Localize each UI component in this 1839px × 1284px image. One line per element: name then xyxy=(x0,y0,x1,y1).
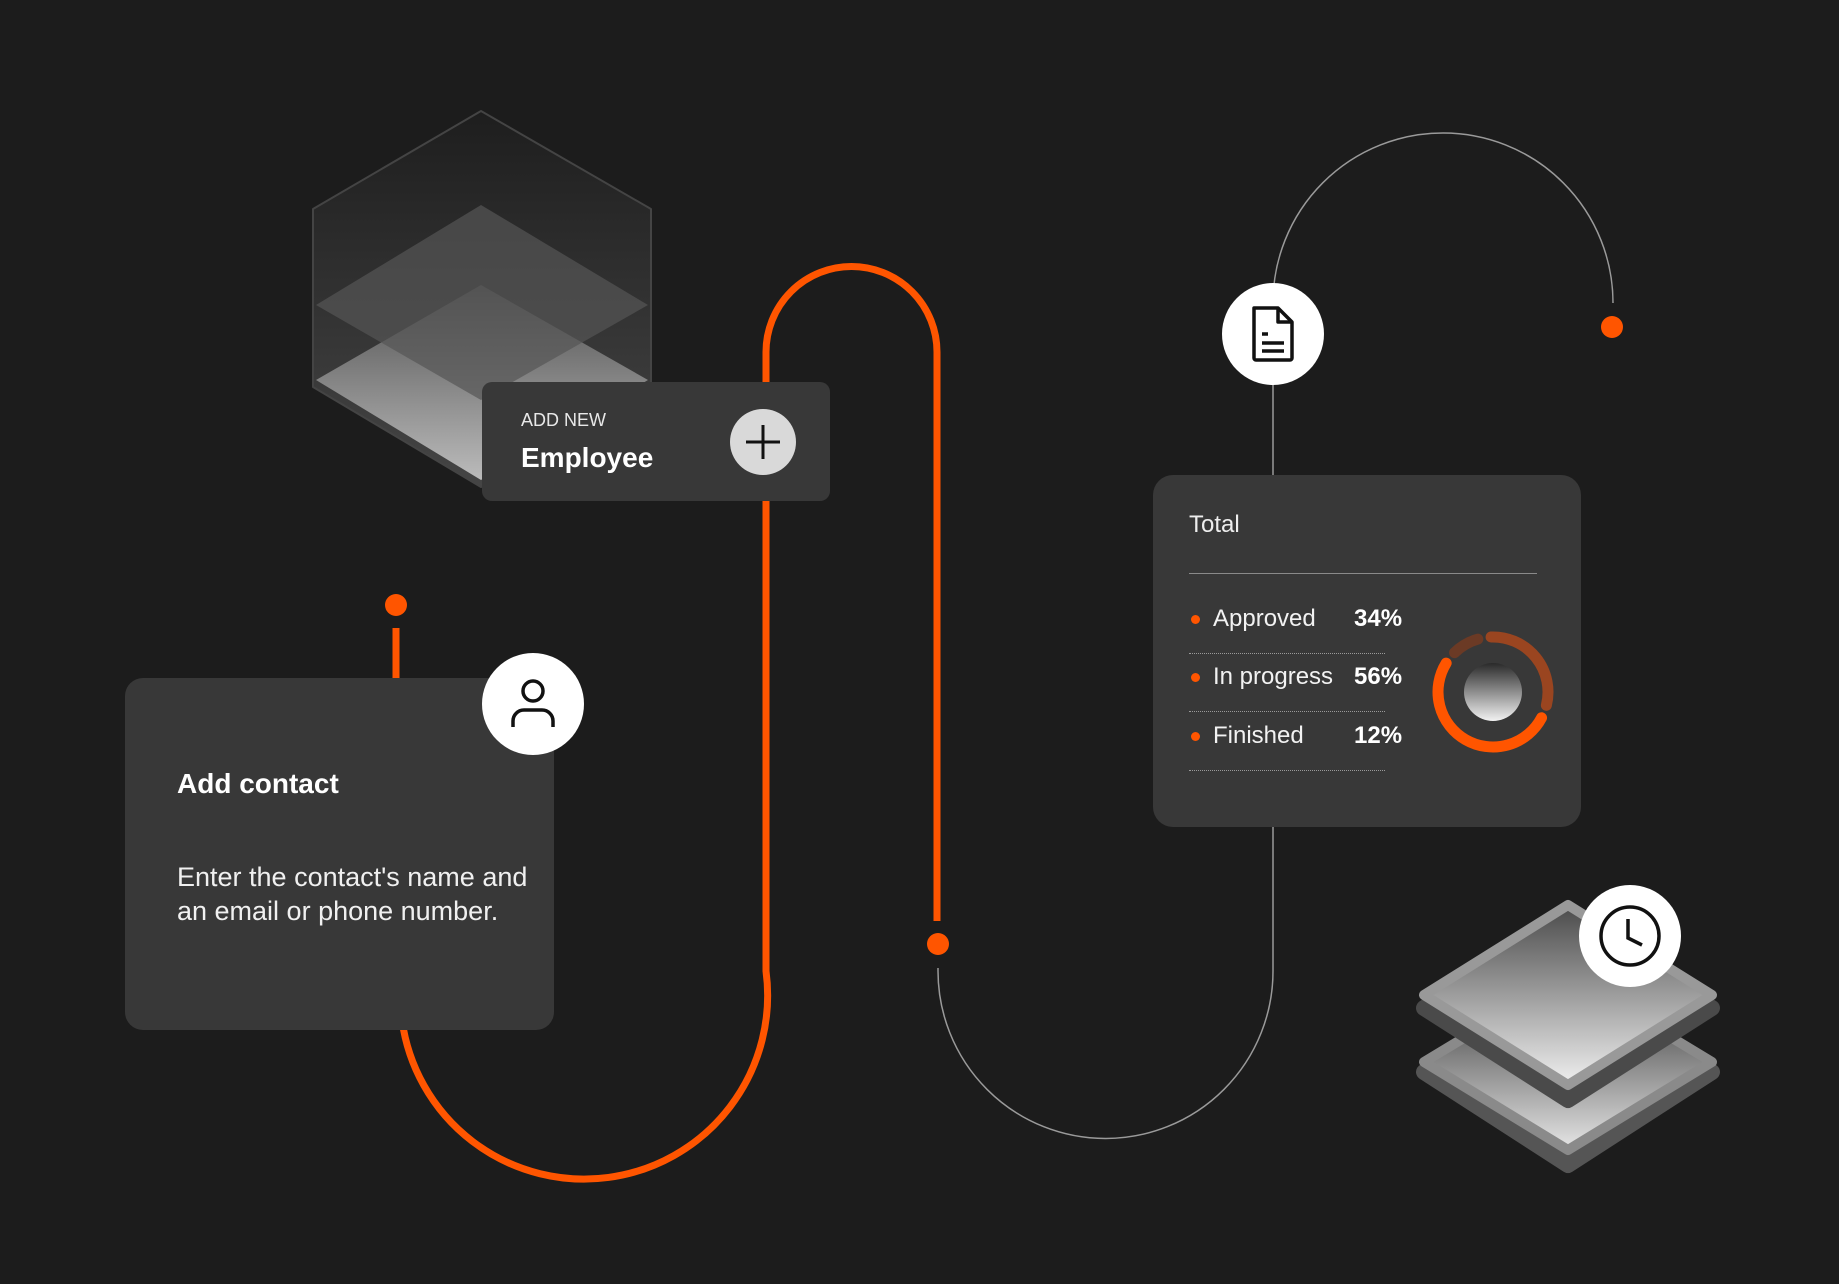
donut-segment-finished xyxy=(1449,633,1484,659)
orange-dot-start xyxy=(385,594,407,616)
stat-label: In progress xyxy=(1213,663,1334,690)
orange-dot-end xyxy=(1601,316,1623,338)
employee-title: Employee xyxy=(521,442,654,473)
stat-label: Finished xyxy=(1213,722,1304,749)
document-icon-badge xyxy=(1222,283,1324,385)
donut-segment-in-progress xyxy=(1432,657,1548,753)
donut-segment-approved xyxy=(1485,631,1554,711)
contact-description: Enter the contact's name and an email or… xyxy=(177,862,528,926)
bullet-icon xyxy=(1191,732,1200,741)
user-icon xyxy=(511,679,555,727)
stat-row-approved: Approved 34% xyxy=(1189,595,1402,654)
bullet-icon xyxy=(1191,673,1200,682)
clock-icon-badge xyxy=(1579,885,1681,987)
contact-title: Add contact xyxy=(177,768,339,799)
add-contact-card[interactable]: Add contact Enter the contact's name and… xyxy=(125,678,554,1030)
user-icon-badge xyxy=(482,653,584,755)
total-title: Total xyxy=(1189,511,1240,538)
stat-value: 56% xyxy=(1354,663,1403,690)
stat-value: 12% xyxy=(1354,722,1403,749)
orange-flow-line xyxy=(392,263,941,1183)
add-employee-card[interactable]: ADD NEW Employee xyxy=(482,382,830,501)
orange-dot-mid xyxy=(927,933,949,955)
stat-row-in-progress: In progress 56% xyxy=(1189,653,1402,712)
layered-hexagon-graphic xyxy=(312,110,652,488)
divider xyxy=(1189,573,1537,574)
bullet-icon xyxy=(1191,615,1200,624)
add-employee-button[interactable] xyxy=(730,409,796,475)
employee-eyebrow: ADD NEW xyxy=(521,410,606,430)
status-donut-chart xyxy=(1432,631,1554,753)
total-stats-card: Total Approved 34% In progress 56% Finis… xyxy=(1153,475,1581,827)
document-icon xyxy=(1252,306,1294,362)
stat-label: Approved xyxy=(1213,605,1316,632)
donut-center xyxy=(1464,663,1522,721)
plus-icon xyxy=(746,425,780,459)
clock-icon xyxy=(1599,905,1661,967)
stat-value: 34% xyxy=(1354,605,1403,632)
stat-row-finished: Finished 12% xyxy=(1189,712,1402,771)
